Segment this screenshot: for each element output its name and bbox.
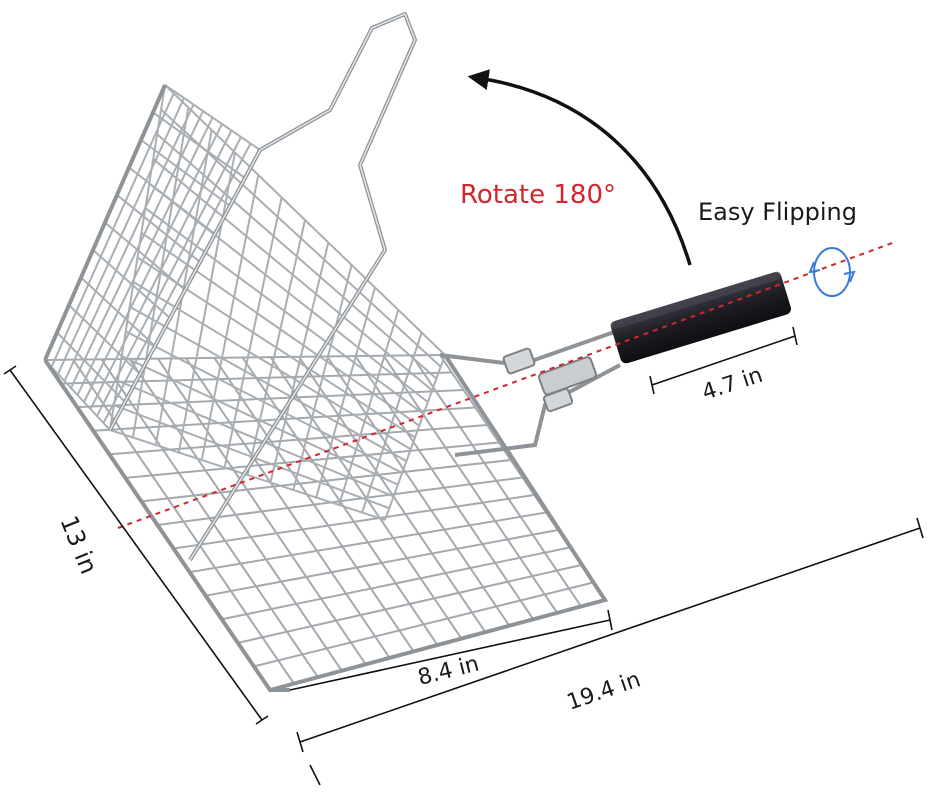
wire-segment xyxy=(237,564,582,644)
basket-frame xyxy=(43,84,609,693)
wire-segment xyxy=(113,404,390,510)
wire-segment xyxy=(141,459,511,503)
wire-segment xyxy=(189,511,547,574)
wire-segment xyxy=(63,104,195,382)
wire-segment xyxy=(129,305,407,462)
wire-segment xyxy=(77,389,464,409)
wire-segment xyxy=(50,91,176,368)
wire-segment xyxy=(144,207,425,415)
basket-width-label: 8.4 in xyxy=(415,652,481,691)
wire-segment xyxy=(205,529,559,597)
wire-segment xyxy=(164,84,446,356)
wire-segment xyxy=(140,232,420,427)
dimension-lines xyxy=(3,326,924,786)
bottom-basket-grid xyxy=(44,354,606,691)
handle-grip xyxy=(610,271,792,364)
easy-flipping-label: Easy Flipping xyxy=(698,198,857,226)
rotation-axis-line xyxy=(117,241,896,529)
wire-segment xyxy=(136,256,416,439)
wire-segment xyxy=(253,581,594,668)
wire-segment xyxy=(121,355,399,486)
wire-segment xyxy=(156,133,438,380)
lid-handle-wire-highlight xyxy=(109,13,416,561)
wire-segment xyxy=(125,441,500,479)
rotate-arrow xyxy=(467,69,692,266)
wire-segment xyxy=(133,281,412,451)
rotate-label: Rotate 180° xyxy=(460,180,616,210)
wire-segment xyxy=(173,494,535,550)
wire-segment xyxy=(125,330,403,474)
wire-segment xyxy=(117,379,394,498)
handle-length-label: 4.7 in xyxy=(699,363,766,406)
wire-segment xyxy=(93,406,476,432)
wire-segment xyxy=(109,429,386,521)
wire-segment xyxy=(96,136,242,417)
total-length-label: 19.4 in xyxy=(564,667,644,715)
lock-clips xyxy=(502,347,597,413)
rotation-icon xyxy=(808,247,856,297)
wire-segment xyxy=(57,97,185,375)
wire-segment xyxy=(152,158,433,392)
basket-depth-label: 13 in xyxy=(54,512,102,578)
top-lid-grid xyxy=(44,84,446,521)
wire-segment xyxy=(148,182,429,403)
wire-segment xyxy=(44,354,441,361)
wire-segment xyxy=(221,546,570,621)
wire-segment xyxy=(160,108,442,368)
